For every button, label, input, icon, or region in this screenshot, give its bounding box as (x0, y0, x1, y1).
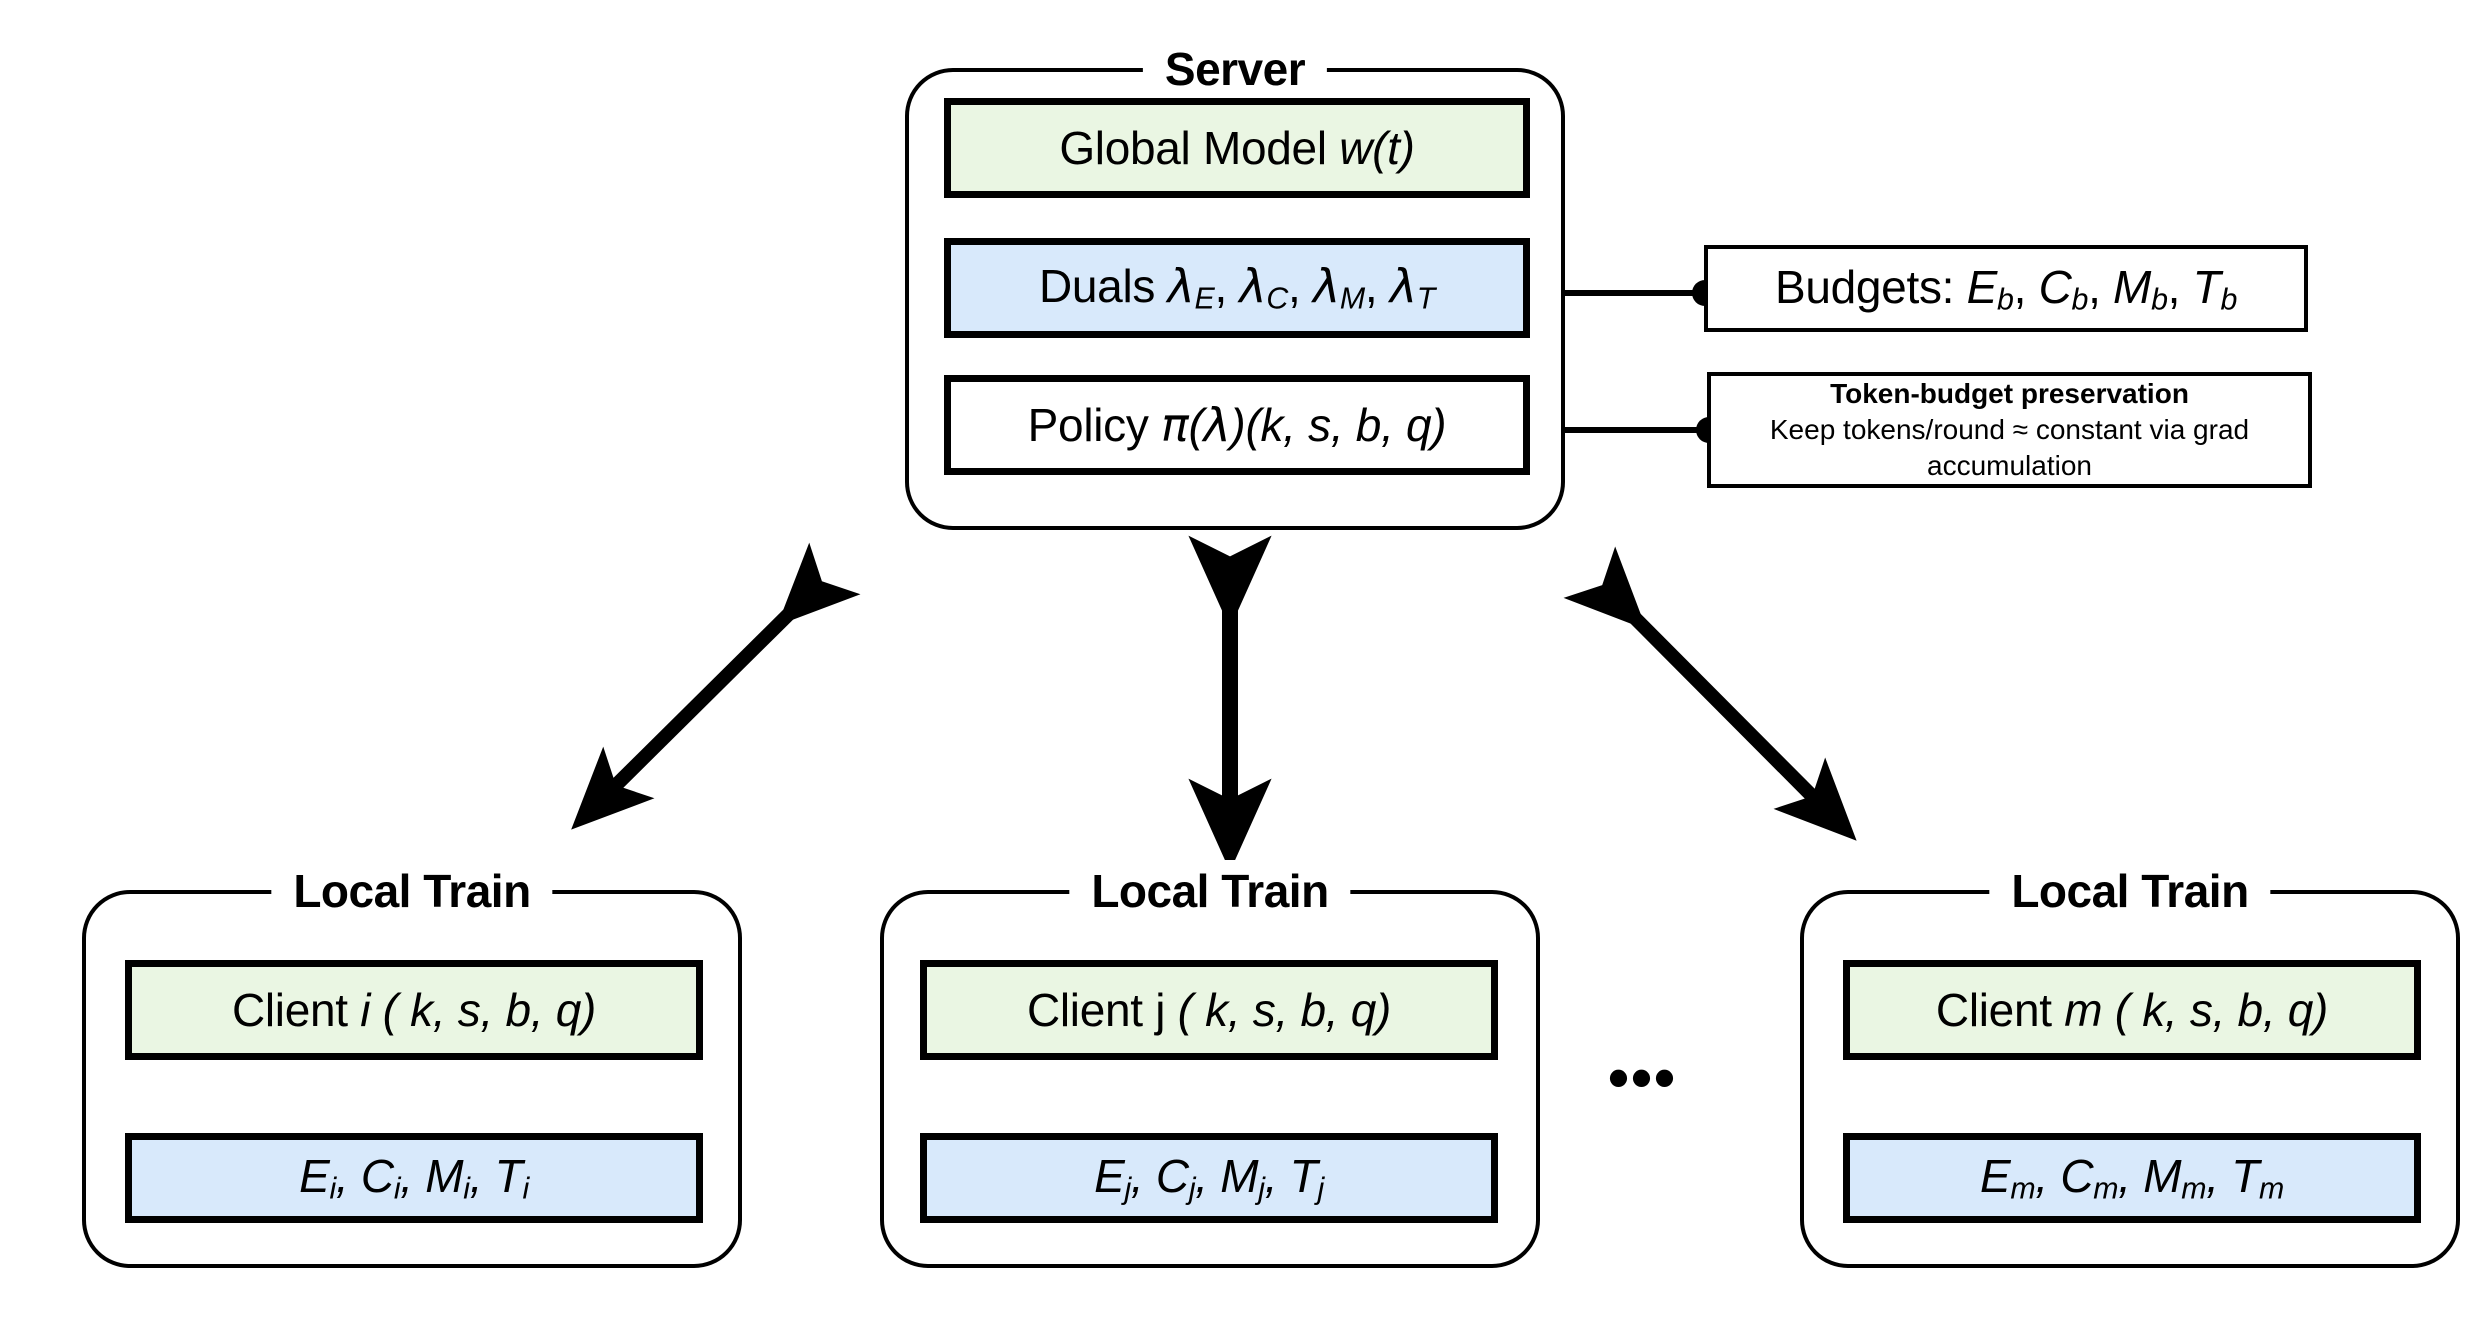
duals-box[interactable]: Duals λE, λC, λM, λT (944, 238, 1530, 338)
budgets-note[interactable]: Budgets: Eb, Cb, Mb, Tb (1704, 245, 2308, 332)
client-m-budget-label: Em, Cm, Mm, Tm (1979, 1150, 2285, 1206)
local-train-title-j: Local Train (1069, 860, 1351, 922)
server-group-title: Server (1142, 38, 1328, 100)
client-i-budget-box[interactable]: Ei, Ci, Mi, Ti (125, 1133, 703, 1223)
client-j-budget-box[interactable]: Ej, Cj, Mj, Tj (920, 1133, 1498, 1223)
global-model-box[interactable]: Global Model w(t) (944, 98, 1530, 198)
connector-duals-to-budgets (1527, 290, 1717, 296)
clients-ellipsis: ••• (1608, 1044, 1678, 1111)
client-i-box[interactable]: Client i ( k, s, b, q) (125, 960, 703, 1060)
policy-label: Policy π(λ)(k, s, b, q) (1027, 398, 1447, 452)
client-j-label: Client j ( k, s, b, q) (1026, 984, 1392, 1036)
client-m-box[interactable]: Client m ( k, s, b, q) (1843, 960, 2421, 1060)
global-model-label: Global Model w(t) (1059, 122, 1415, 174)
token-budget-note[interactable]: Token-budget preservation Keep tokens/ro… (1707, 372, 2312, 488)
client-i-label: Client i ( k, s, b, q) (231, 984, 597, 1036)
client-j-box[interactable]: Client j ( k, s, b, q) (920, 960, 1498, 1060)
token-budget-note-heading: Token-budget preservation (1830, 378, 2189, 409)
client-i-budget-label: Ei, Ci, Mi, Ti (299, 1150, 529, 1206)
local-train-title-m: Local Train (1989, 860, 2271, 922)
client-m-budget-box[interactable]: Em, Cm, Mm, Tm (1843, 1133, 2421, 1223)
connector-policy-to-token-note (1527, 427, 1720, 433)
budgets-note-text: Budgets: Eb, Cb, Mb, Tb (1774, 260, 2238, 317)
client-j-budget-label: Ej, Cj, Mj, Tj (1094, 1150, 1324, 1206)
client-m-label: Client m ( k, s, b, q) (1935, 984, 2329, 1036)
token-budget-note-body: Keep tokens/round ≈ constant via grad ac… (1769, 414, 2250, 481)
duals-label: Duals λE, λC, λM, λT (1038, 259, 1436, 316)
arrow-server-to-client-m (1563, 546, 1857, 841)
arrow-server-to-client-i (571, 542, 861, 830)
local-train-title-i: Local Train (271, 860, 553, 922)
policy-box[interactable]: Policy π(λ)(k, s, b, q) (944, 375, 1530, 475)
